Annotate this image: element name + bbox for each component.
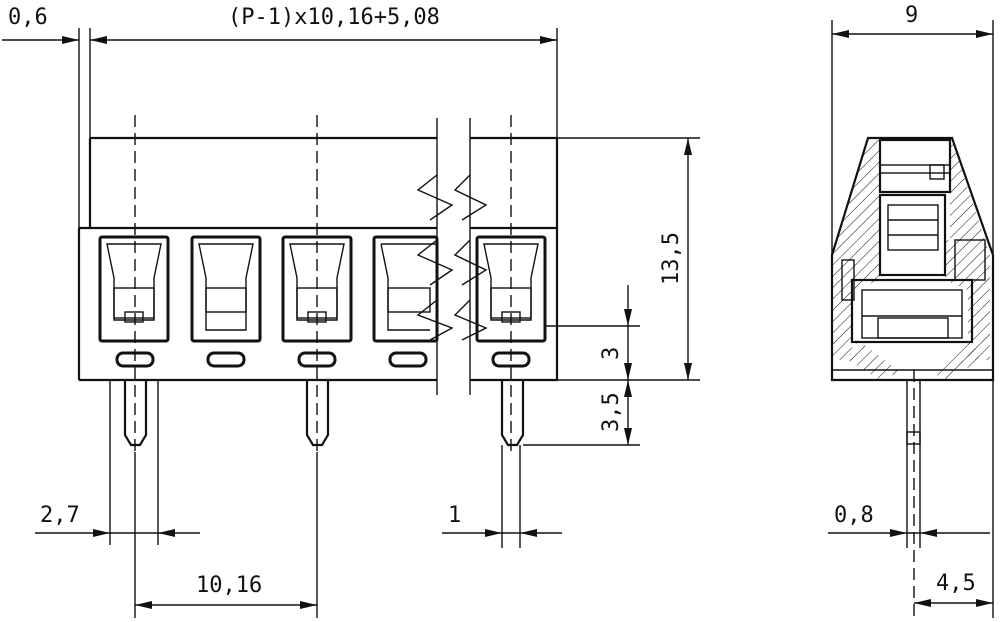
- terminal-opening-4: [372, 235, 439, 343]
- break-lines: [416, 118, 488, 395]
- dim-height-lower: 3,5: [599, 392, 624, 432]
- terminal-opening-2: [190, 235, 262, 343]
- terminal-opening-1: [98, 235, 170, 343]
- dim-side-pin-offset: 4,5: [936, 571, 976, 596]
- side-view: [830, 136, 995, 618]
- dim-side-pin-width: 0,8: [834, 503, 874, 528]
- dim-height-upper: 3: [599, 347, 624, 360]
- dim-pitch: 10,16: [196, 573, 262, 598]
- dim-pin-width: 1: [448, 503, 461, 528]
- dim-height-total: 13,5: [659, 232, 684, 285]
- dim-side-width: 9: [905, 3, 918, 28]
- slots: [115, 351, 531, 368]
- dim-pin-offset: 2,7: [40, 503, 80, 528]
- front-view: [77, 115, 559, 452]
- dim-total-length: (P-1)x10,16+5,08: [228, 5, 440, 30]
- front-dimensions: 0,6 (P-1)x10,16+5,08 13,5 3 3,5: [2, 5, 700, 618]
- pins: [123, 380, 525, 447]
- dim-offset-left: 0,6: [8, 5, 48, 30]
- center-lines: [134, 115, 512, 452]
- side-dimensions: 9 0,8 4,5: [828, 3, 994, 618]
